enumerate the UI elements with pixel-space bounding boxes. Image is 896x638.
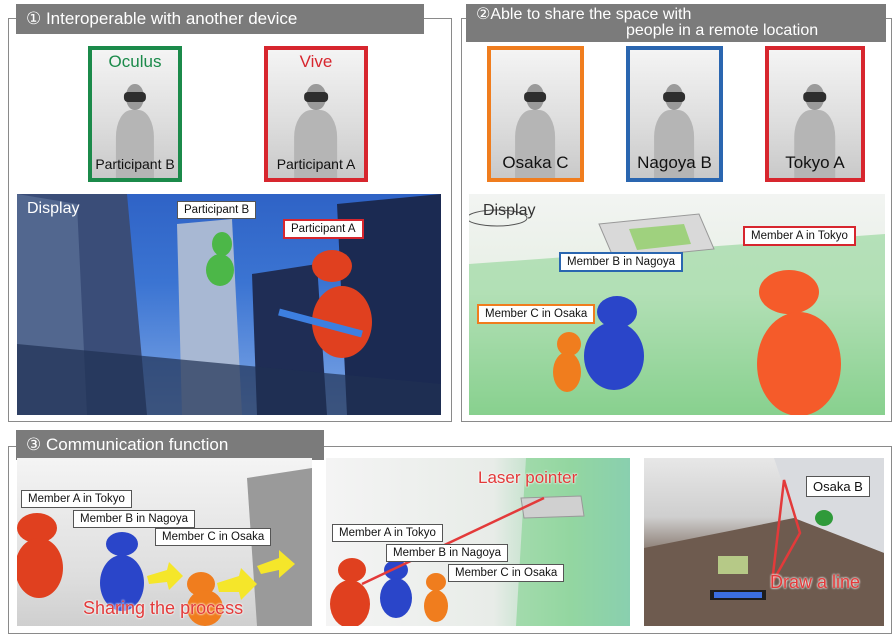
callout-osaka-b: Osaka B [806,476,870,497]
callout-member-c-osaka: Member C in Osaka [448,564,565,582]
photo-oculus-participant-b: Oculus Participant B [88,46,182,182]
photo-caption: Tokyo A [785,153,845,172]
photo-nagoya-b: Nagoya B [626,46,723,182]
photo-tokyo-a: Tokyo A [765,46,865,182]
callout-participant-b: Participant B [177,201,257,219]
airflow-illustration [469,209,885,415]
callout-member-b-nagoya: Member B in Nagoya [386,544,509,562]
photo-caption: Participant A [276,156,356,172]
callout-member-c-osaka: Member C in Osaka [477,304,596,324]
photo-caption: Osaka C [502,153,569,172]
scene-draw-a-line: Osaka B Draw a line [644,458,884,626]
callout-member-a-tokyo: Member A in Tokyo [743,226,856,246]
section-1-title: ① Interoperable with another device [16,4,424,34]
person-silhouette [111,76,159,178]
callout-member-b-nagoya: Member B in Nagoya [73,510,196,528]
laser-illustration [330,458,630,626]
callout-participant-a: Participant A [283,219,364,239]
section-3-title: ③ Communication function [16,430,324,460]
city-illustration [17,194,441,415]
display-scene-1: Display Participant B Participant A [17,194,441,415]
brand-label-vive: Vive [299,52,333,71]
display-scene-2: Display Member A in Tokyo Member B in Na… [469,194,885,415]
callout-member-b-nagoya: Member B in Nagoya [559,252,684,272]
person-silhouette [289,76,343,178]
person-silhouette [789,76,841,178]
callout-member-a-tokyo: Member A in Tokyo [332,524,443,542]
photo-vive-participant-a: Vive Participant A [264,46,368,182]
section-2-title-line1: ②Able to share the space with [476,6,692,23]
photo-osaka-c: Osaka C [487,46,584,182]
caption-sharing-the-process: Sharing the process [83,598,244,618]
person-silhouette [650,76,700,178]
photo-caption: Nagoya B [637,153,712,172]
brand-label-oculus: Oculus [108,52,162,71]
caption-draw-a-line: Draw a line [770,572,861,592]
person-silhouette [511,76,561,178]
caption-laser-pointer: Laser pointer [478,468,578,487]
display-label: Display [27,200,80,217]
scene-laser-pointer: Laser pointer Member A in Tokyo Member B… [326,458,630,626]
display-label: Display [483,202,536,219]
callout-member-c-osaka: Member C in Osaka [155,528,272,546]
sharing-illustration [17,468,312,626]
photo-caption: Participant B [95,156,175,172]
section-2-title-line2: people in a remote location [626,22,819,39]
section-2-title: ②Able to share the space with people in … [466,4,886,42]
callout-member-a-tokyo: Member A in Tokyo [21,490,132,508]
scene-sharing-process: Member A in Tokyo Member B in Nagoya Mem… [17,458,312,626]
